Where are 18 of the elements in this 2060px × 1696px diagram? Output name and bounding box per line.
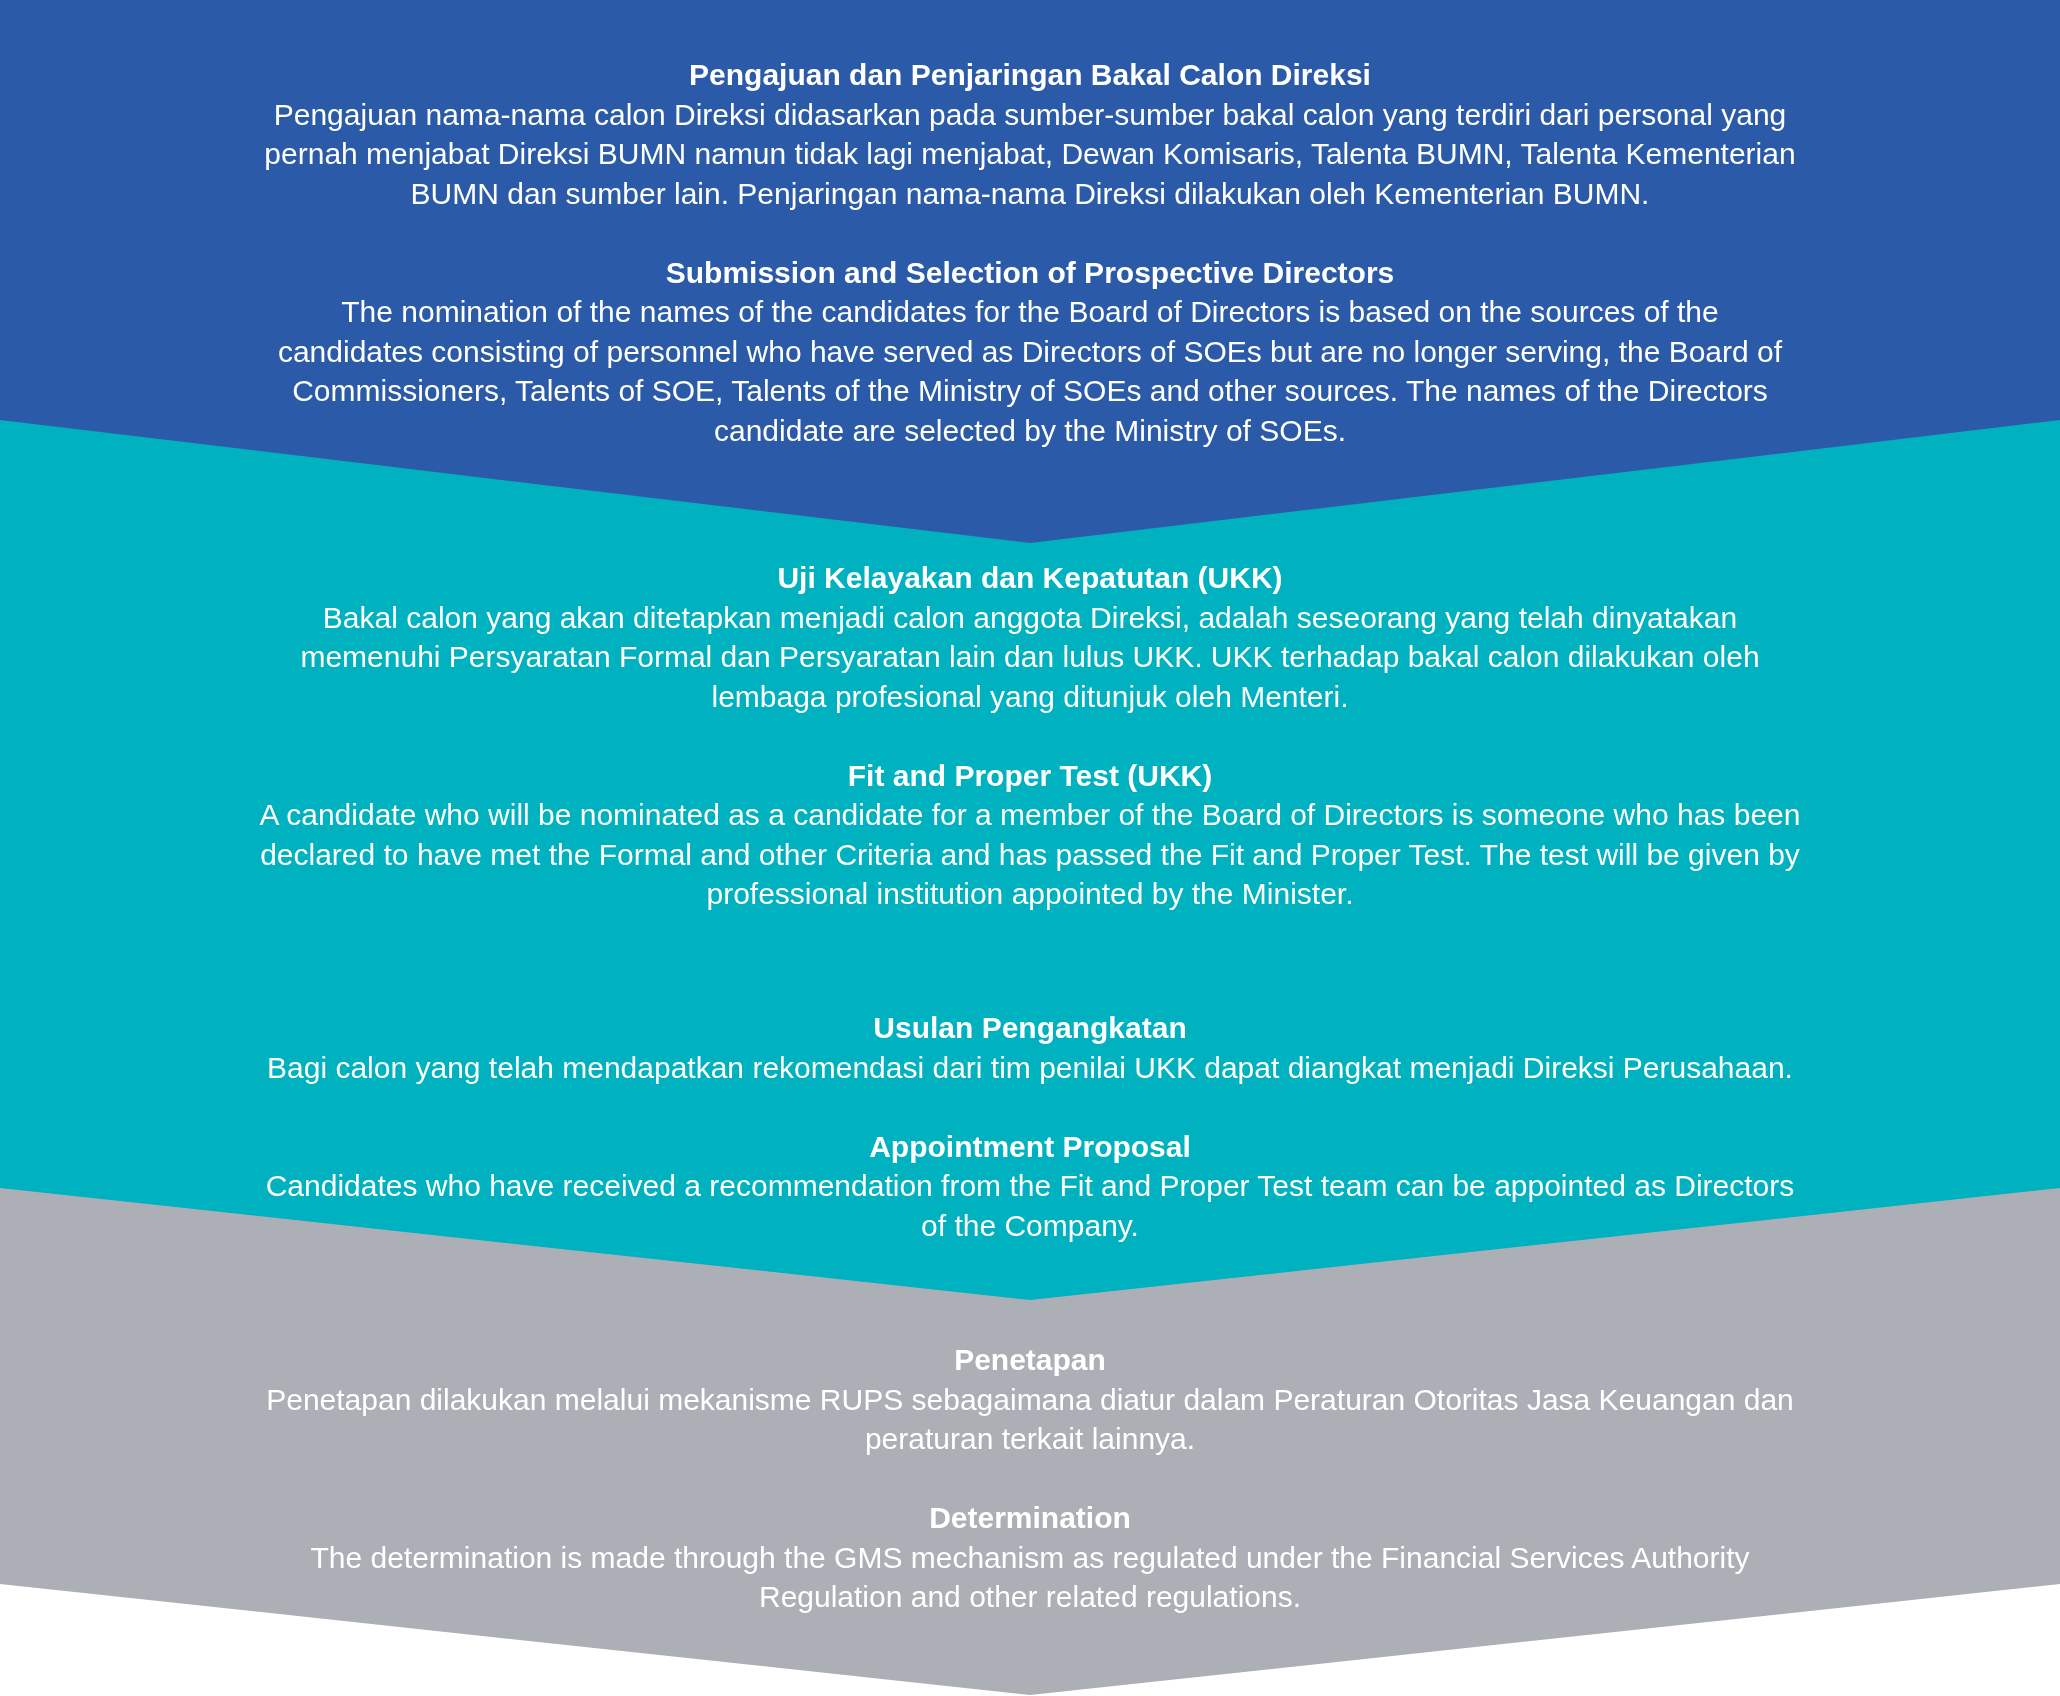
section-description: Penetapan dilakukan melalui mekanisme RUPS sebagaimana diatur dalam Peraturan Otoritas Jasa Keuangan dan peraturan terkait lainnya. xyxy=(265,1381,1795,1457)
section-description: Candidates who have received a recommendation from the Fit and Proper Test team can be appointed as Directors of the Company. xyxy=(264,1168,1796,1244)
section-description: A candidate who will be nominated as a candidate for a member of the Board of Directors is someone who has been declared to have met the Formal and other Criteria and has passed the Fit and Proper Test. The test will be given by professional institution appointed by the Minister. xyxy=(258,797,1802,912)
section-heading: Submission and Selection of Prospective Directors xyxy=(665,254,1395,291)
section-heading: Penetapan xyxy=(954,1342,1106,1378)
section-heading: Determination xyxy=(929,1500,1131,1536)
section-heading: Pengajuan dan Penjaringan Bakal Calon Direksi xyxy=(689,57,1371,93)
section-description: The nomination of the names of the candidates for the Board of Directors is based on the sources of the candidates consisting of personnel who have served as Directors of SOEs but are no longer serving, the Board of Commissioners, Talents of SOE, Talents of the Ministry of SOEs and other sources. The names of the Directors candidate are selected by the Ministry of SOEs. xyxy=(276,294,1784,449)
chevron-band xyxy=(0,0,2060,543)
section-heading: Fit and Proper Test (UKK) xyxy=(847,757,1213,794)
section-description: Pengajuan nama-nama calon Direksi didasarkan pada sumber-sumber bakal calon yang terdiri dari personal yang pernah menjabat Direksi BUMN namun tidak lagi menjabat, Dewan Komisaris, Talenta BUMN, Talenta Kementerian BUMN dan sumber lain. Penjaringan nama-nama Direksi dilakukan oleh Kementerian BUMN. xyxy=(263,96,1797,212)
section-description: The determination is made through the GMS mechanism as regulated under the Financial Services Authority Regulation and other related regulations. xyxy=(309,1539,1751,1615)
chevron-band xyxy=(0,1244,2060,1695)
section-heading: Appointment Proposal xyxy=(869,1128,1191,1165)
section-description: Bakal calon yang akan ditetapkan menjadi calon anggota Direksi, adalah seseorang yang telah dinyatakan memenuhi Persyaratan Formal dan Persyaratan lain dan lulus UKK. UKK terhadap bakal calon dilakukan oleh lembaga profesional yang ditunjuk oleh Menteri. xyxy=(299,599,1761,715)
section-heading: Uji Kelayakan dan Kepatutan (UKK) xyxy=(777,560,1283,596)
section-description: Bagi calon yang telah mendapatkan rekomendasi dari tim penilai UKK dapat diangkat menjadi Direksi Perusahaan. xyxy=(267,1049,1793,1086)
section-heading: Usulan Pengangkatan xyxy=(873,1010,1187,1046)
